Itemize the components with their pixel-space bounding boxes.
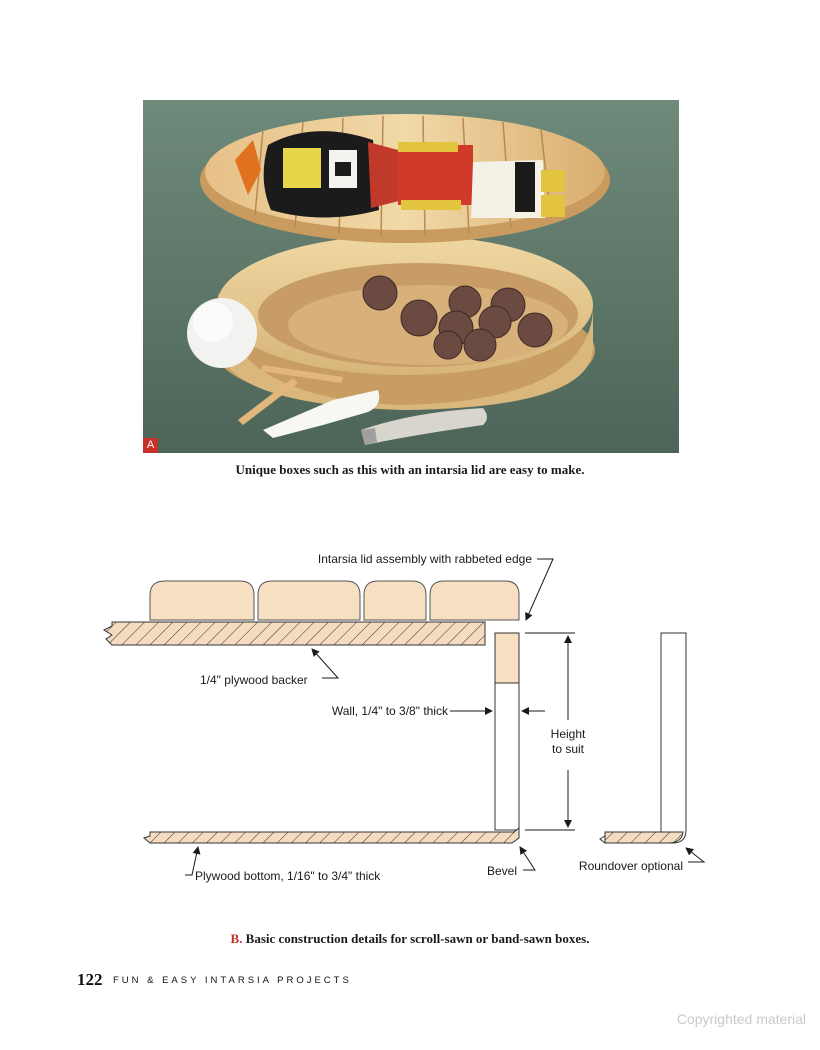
- label-bottom: Plywood bottom, 1/16" to 3/4" thick: [195, 869, 381, 883]
- label-bevel: Bevel: [487, 864, 517, 878]
- diagram-caption-letter: B.: [230, 931, 243, 946]
- label-roundover: Roundover optional: [579, 859, 683, 873]
- box-photo: A: [143, 100, 679, 453]
- height-dimension: [525, 632, 575, 831]
- lid-pieces: [149, 580, 520, 621]
- label-wall: Wall, 1/4" to 3/8" thick: [332, 704, 449, 718]
- photo-caption: Unique boxes such as this with an intars…: [235, 462, 585, 477]
- label-backer: 1/4" plywood backer: [200, 673, 308, 687]
- box-photo-illustration: [143, 100, 679, 453]
- running-title: FUN & EASY INTARSIA PROJECTS: [112, 975, 352, 986]
- copyright-watermark: Copyrighted material: [676, 1011, 806, 1027]
- page-number: 122: [77, 970, 103, 989]
- photo-label: A: [143, 438, 158, 453]
- page-footer: 122 FUN & EASY INTARSIA PROJECTS: [77, 970, 352, 990]
- roundover-detail: [599, 632, 687, 844]
- plywood-bottom: [142, 826, 520, 844]
- label-height-line1: Height: [551, 727, 586, 741]
- label-height-line2: to suit: [552, 742, 585, 756]
- construction-diagram: Intarsia lid assembly with rabbeted edge…: [102, 552, 706, 883]
- plywood-backer: [102, 621, 486, 646]
- box-wall: [494, 632, 520, 831]
- diagram-caption: B. Basic construction details for scroll…: [0, 931, 820, 947]
- leader-lines: [185, 558, 706, 876]
- diagram-caption-text: Basic construction details for scroll-sa…: [242, 931, 590, 946]
- label-lid-assembly: Intarsia lid assembly with rabbeted edge: [318, 552, 532, 566]
